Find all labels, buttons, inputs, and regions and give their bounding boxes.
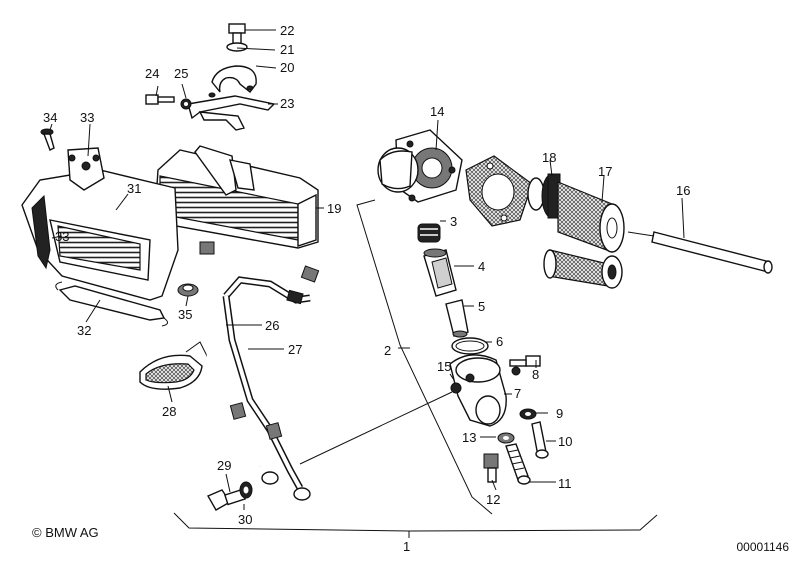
- washer-9: [519, 408, 537, 420]
- callout-16: 16: [676, 183, 690, 198]
- callout-7: 7: [514, 386, 521, 401]
- bolt-24: [145, 94, 192, 110]
- bolt-22: [226, 23, 248, 52]
- spring-plate-32: [55, 281, 168, 327]
- filter-rod-16: [627, 231, 773, 274]
- callout-21: 21: [280, 42, 294, 57]
- callout-18: 18: [542, 150, 556, 165]
- grommet-35: [177, 283, 199, 297]
- oil-cooler: [154, 145, 319, 249]
- copyright-notice: © BMW AG: [32, 525, 99, 540]
- callout-15: 15: [437, 359, 451, 374]
- callout-35: 35: [178, 307, 192, 322]
- callout-32: 32: [77, 323, 91, 338]
- callout-19: 19: [327, 201, 341, 216]
- callout-34: 34: [43, 110, 57, 125]
- callout-11: 11: [558, 476, 572, 491]
- valve-body-7: [449, 354, 507, 427]
- screw-34: [40, 128, 55, 151]
- filter-seal-18: [541, 173, 563, 219]
- callout-20: 20: [280, 60, 294, 75]
- callout-29: 29: [217, 458, 231, 473]
- group-bracket-1: [173, 512, 658, 538]
- valve-4: [423, 248, 457, 297]
- plug-11: [505, 443, 531, 485]
- mounting-bracket: [187, 65, 276, 131]
- callout-4: 4: [478, 259, 485, 274]
- callout-17: 17: [598, 164, 612, 179]
- callout-14: 14: [430, 104, 444, 119]
- callout-25: 25: [174, 66, 188, 81]
- callout-13: 13: [462, 430, 476, 445]
- callout-33-lower: 33: [55, 229, 69, 244]
- callout-12: 12: [486, 492, 500, 507]
- screw-10: [531, 421, 549, 459]
- callout-3: 3: [450, 214, 457, 229]
- callout-5: 5: [478, 299, 485, 314]
- cooler-cover: [21, 147, 179, 301]
- callout-labels: 1 2 3 4 5 6 7 8 9 10 11 12 13 14 15 16 1…: [43, 23, 690, 554]
- callout-31: 31: [127, 181, 141, 196]
- bolt-8: [509, 355, 541, 376]
- banjo-bolt-29: [207, 481, 253, 511]
- callout-23: 23: [280, 96, 294, 111]
- callout-10: 10: [558, 434, 572, 449]
- diagram-number: 00001146: [736, 540, 790, 554]
- o-ring-6: [451, 337, 489, 355]
- callout-24: 24: [145, 66, 159, 81]
- callout-9: 9: [556, 406, 563, 421]
- callout-22: 22: [280, 23, 294, 38]
- filter-gasket: [465, 155, 533, 227]
- callout-8: 8: [532, 367, 539, 382]
- callout-33: 33: [80, 110, 94, 125]
- callout-6: 6: [496, 334, 503, 349]
- callout-26: 26: [265, 318, 279, 333]
- group-bracket-2: [356, 199, 493, 515]
- callout-2: 2: [384, 343, 391, 358]
- callout-28: 28: [162, 404, 176, 419]
- callout-30: 30: [238, 512, 252, 527]
- leader-lines: [49, 29, 685, 510]
- oil-filter-element-17: [543, 181, 625, 289]
- callout-27: 27: [288, 342, 302, 357]
- callout-1: 1: [403, 539, 410, 554]
- washer-13: [497, 432, 515, 444]
- hose-clamp-28: [139, 341, 209, 390]
- spring-3: [417, 223, 441, 243]
- piston-5: [445, 299, 469, 338]
- filter-cover-14: [377, 129, 463, 203]
- switch-12: [483, 453, 499, 483]
- oil-lines: [199, 241, 320, 501]
